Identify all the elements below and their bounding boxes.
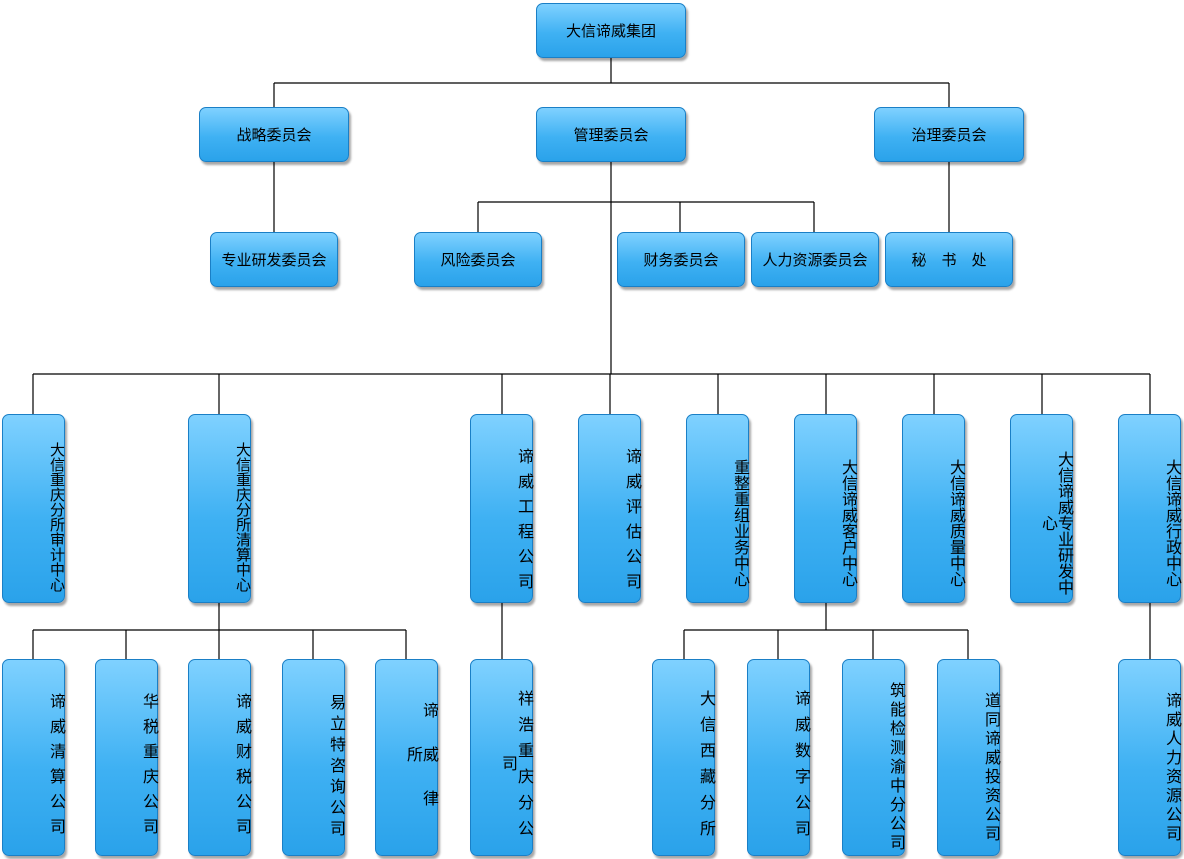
company-tax: 谛威财税公司: [188, 659, 252, 856]
management-committee: 管理委员会: [536, 107, 686, 162]
center-administration: 大信谛威行政中心: [1118, 414, 1182, 603]
company-tibet: 大信西藏分所: [652, 659, 716, 856]
center-clearing: 大信重庆分所清算中心: [188, 414, 252, 603]
secretariat: 秘 书 处: [885, 232, 1013, 287]
center-restructuring: 重整重组业务中心: [686, 414, 750, 603]
company-consulting: 易立特咨询公司: [282, 659, 346, 856]
risk-committee: 风险委员会: [414, 232, 542, 287]
company-xianghao: 祥浩重庆分公司: [470, 659, 534, 856]
center-quality: 大信谛威质量中心: [902, 414, 966, 603]
center-appraisal: 谛威评估公司: [578, 414, 642, 603]
center-professional-research: 大信谛威专业研发中心: [1010, 414, 1074, 603]
finance-committee: 财务委员会: [617, 232, 745, 287]
company-digital: 谛威数字公司: [747, 659, 811, 856]
company-clearing: 谛威清算公司: [2, 659, 66, 856]
company-law-firm: 谛威律所: [375, 659, 439, 856]
company-investment: 道同谛威投资公司: [937, 659, 1001, 856]
center-engineering: 谛威工程公司: [470, 414, 534, 603]
company-huashui: 华税重庆公司: [95, 659, 159, 856]
center-audit: 大信重庆分所审计中心: [2, 414, 66, 603]
root-node: 大信谛威集团: [536, 3, 686, 58]
company-testing: 筑能检测渝中分公司: [842, 659, 906, 856]
governance-committee: 治理委员会: [874, 107, 1024, 162]
center-customer: 大信谛威客户中心: [794, 414, 858, 603]
research-committee: 专业研发委员会: [210, 232, 338, 287]
hr-committee: 人力资源委员会: [751, 232, 879, 287]
strategy-committee: 战略委员会: [199, 107, 349, 162]
company-hr: 谛威人力资源公司: [1118, 659, 1182, 856]
